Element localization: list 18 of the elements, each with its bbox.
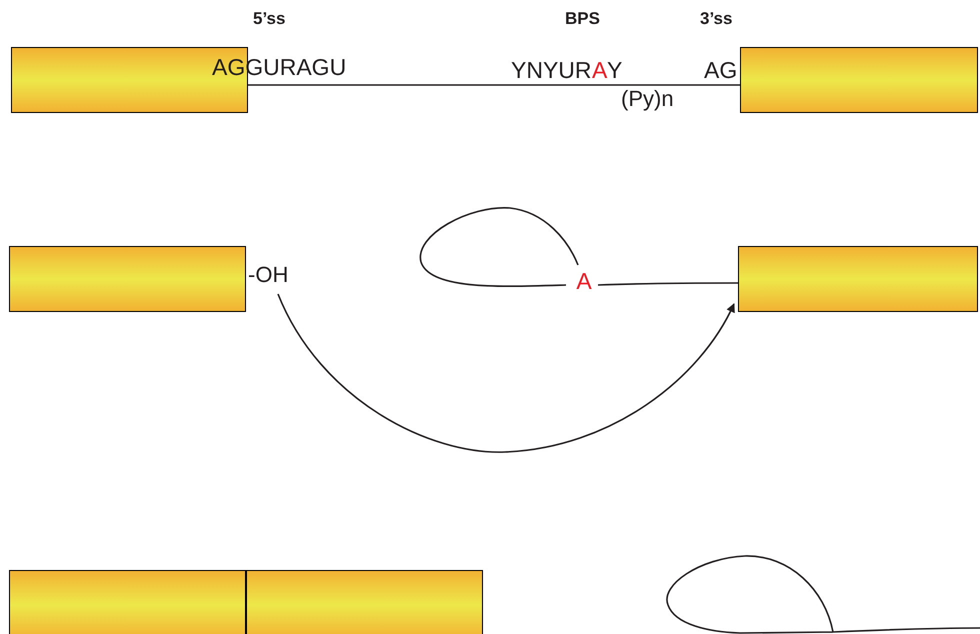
- sequence-label: Y: [607, 59, 622, 82]
- rna-strand-line: [248, 84, 740, 86]
- exon-bar: [738, 246, 978, 312]
- hydroxyl-group-label: -OH: [248, 264, 298, 292]
- sequence-label: A: [592, 59, 608, 82]
- exon-bar: [9, 246, 246, 312]
- sequence-label: YNYUR: [511, 59, 592, 82]
- site-label: BPS: [565, 10, 600, 27]
- sequence-label: AG: [704, 59, 738, 82]
- exon-bar: [246, 570, 483, 634]
- site-label: 5’ss: [253, 10, 286, 27]
- exon-bar: [9, 570, 246, 634]
- branch-point-adenosine: A: [570, 270, 598, 298]
- curved-arrow: [277, 294, 735, 453]
- sequence-label: (Py)n: [621, 88, 674, 110]
- rna-strand-line: [598, 282, 738, 286]
- exon-bar: [740, 47, 978, 113]
- site-label: 3’ss: [700, 10, 732, 27]
